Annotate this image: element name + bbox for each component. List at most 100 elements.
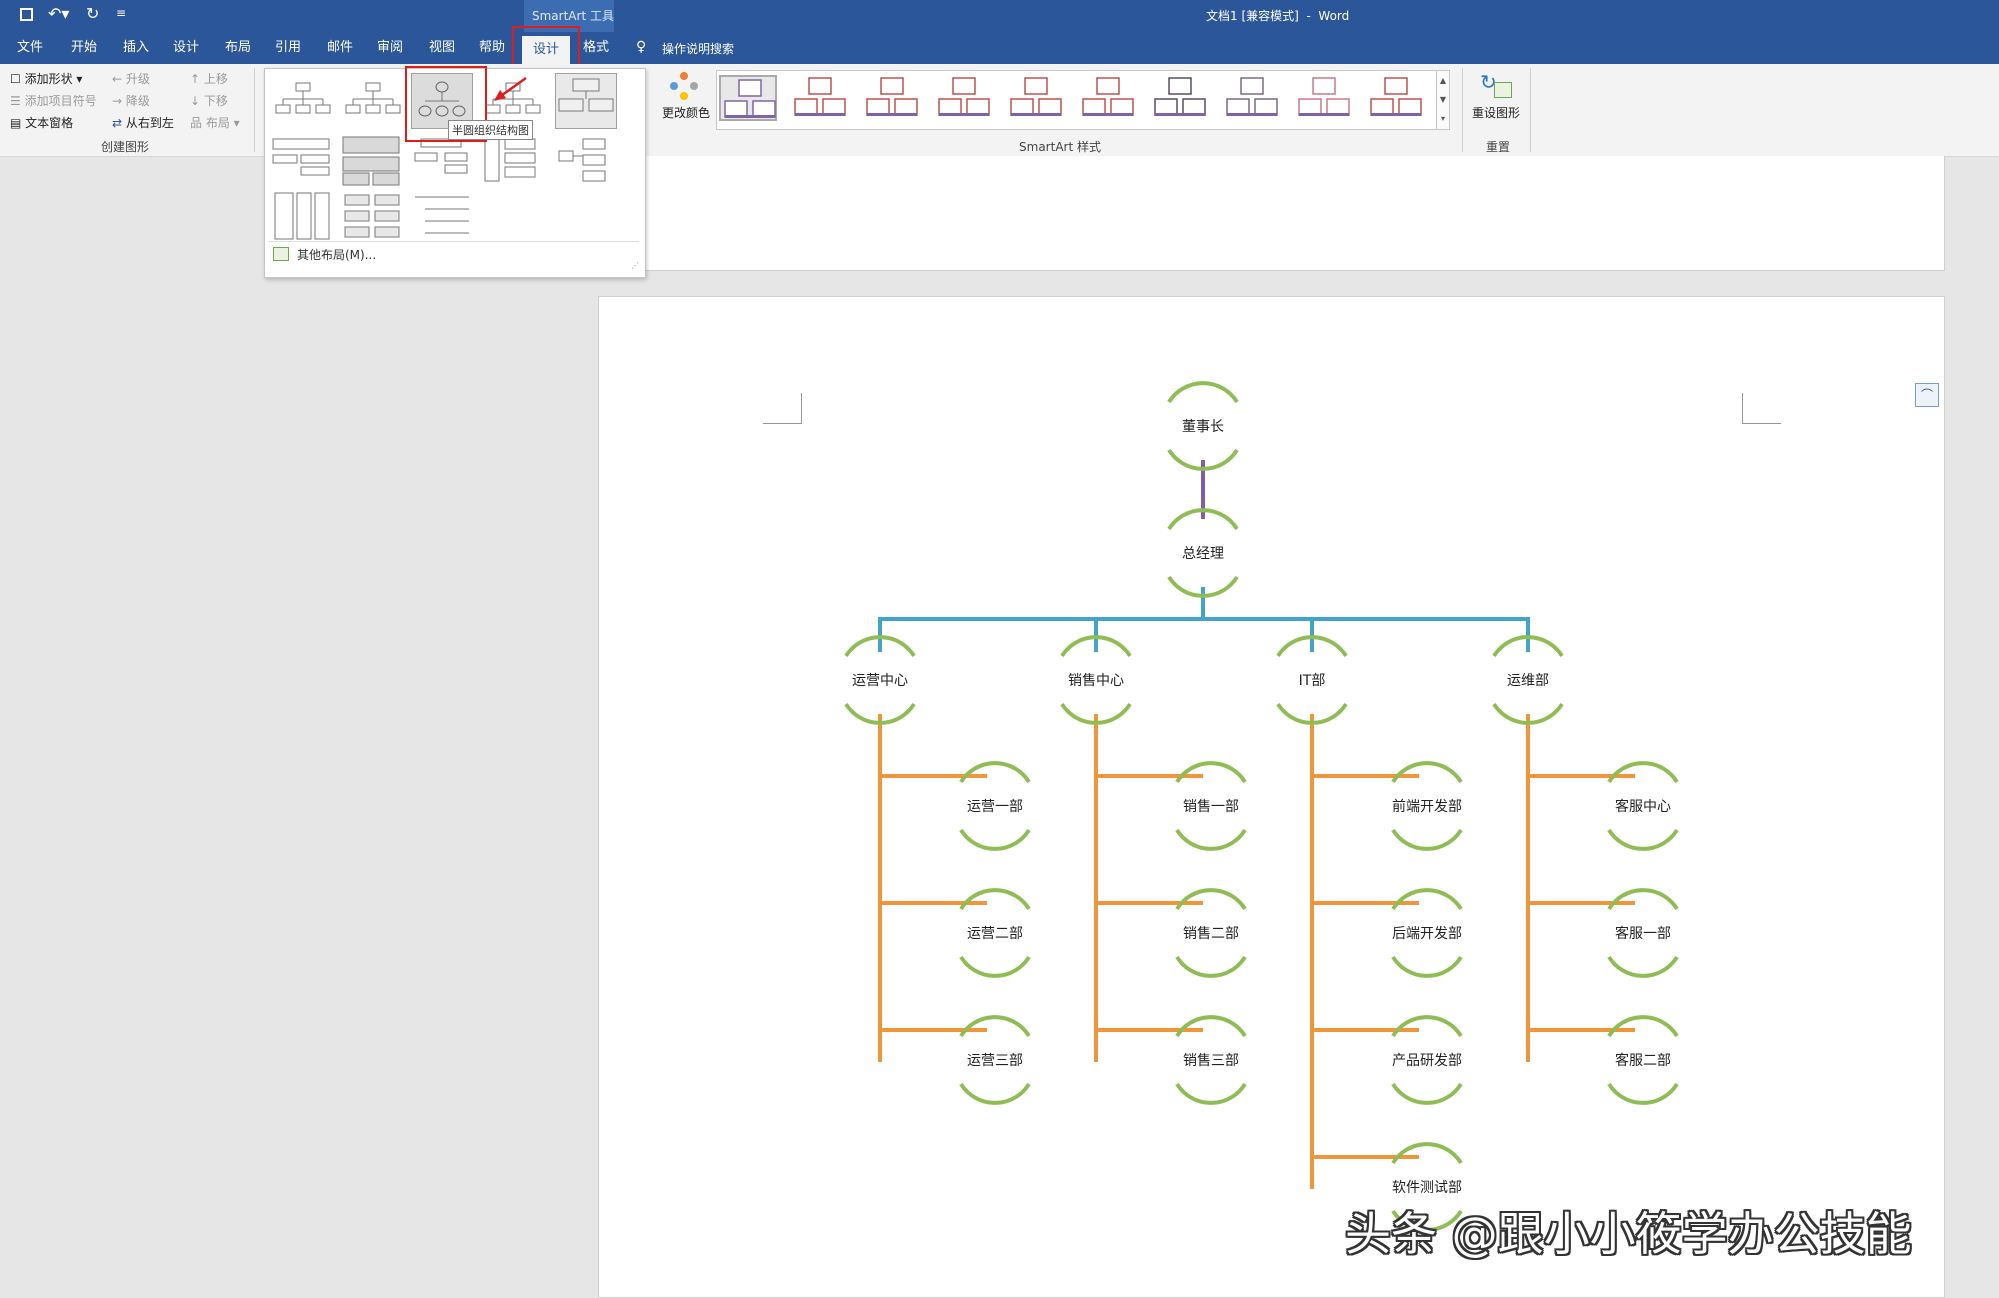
tab-layout[interactable]: 布局 (224, 40, 251, 55)
node-department-label: 销售中心 (1068, 673, 1124, 689)
node-sub-department-arc-top (1175, 761, 1247, 784)
thumb-box (444, 164, 468, 174)
node-sub-department-arc-bottom (1391, 955, 1463, 978)
thumb-box (374, 194, 400, 206)
node-department-arc-top (1060, 635, 1132, 658)
thumb-box (485, 104, 501, 114)
thumb-box (342, 156, 400, 172)
node-sub-department-arc-bottom (1391, 828, 1463, 851)
thumb-box (374, 226, 400, 238)
node-sub-department-label: 销售一部 (1183, 799, 1239, 815)
thumb-box (504, 152, 536, 164)
thumb-box (300, 154, 330, 164)
style-swatch-graphic (1226, 77, 1278, 116)
change-colors-button[interactable]: 更改颜色 (662, 106, 711, 120)
node-department-arc-top (1492, 635, 1564, 658)
tab-smartart-design[interactable]: 设计 (522, 36, 570, 64)
node-sub-department-arc-bottom (1391, 1209, 1463, 1232)
style-swatch[interactable] (1007, 75, 1065, 121)
style-swatch[interactable] (1223, 75, 1281, 121)
promote-button[interactable]: ← 升级 (112, 72, 150, 86)
node-sub-department-arc-top (1391, 1015, 1463, 1038)
group-divider (1462, 68, 1463, 152)
style-swatch[interactable] (1295, 75, 1353, 121)
tab-file[interactable]: 文件 (16, 40, 43, 55)
style-swatch[interactable] (935, 75, 993, 121)
reset-graphic-button[interactable]: 重设图形 (1472, 106, 1521, 120)
lightbulb-icon: ♀ (636, 39, 647, 55)
node-department-arc-bottom (1276, 702, 1348, 725)
node-sub-department-arc-top (959, 888, 1031, 911)
node-chairman-arc-bottom (1167, 448, 1239, 471)
tab-design[interactable]: 设计 (172, 40, 199, 55)
layout-options-icon[interactable]: ⌒ (1915, 383, 1939, 407)
node-department-label: 运营中心 (852, 673, 908, 689)
style-swatch[interactable] (791, 75, 849, 121)
node-sub-department-arc-top (1175, 888, 1247, 911)
node-sub-department-label: 销售二部 (1183, 926, 1239, 942)
node-sub-department-arc-top (1607, 1015, 1679, 1038)
right-to-left-button[interactable]: ⇄ 从右到左 (112, 116, 174, 130)
gallery-scroll[interactable]: ▲▼▾ (1436, 70, 1450, 130)
smartart-styles-group-label: SmartArt 样式 (1019, 140, 1101, 154)
tab-review[interactable]: 审阅 (376, 40, 403, 55)
tab-references[interactable]: 引用 (274, 40, 301, 55)
node-sub-department-label: 软件测试部 (1392, 1180, 1462, 1196)
node-sub-department-arc-bottom (1607, 955, 1679, 978)
tell-me-search[interactable]: 操作说明搜索 (662, 42, 735, 56)
node-sub-department-arc-bottom (959, 1082, 1031, 1105)
resize-grip-icon[interactable]: ⋰ (631, 261, 639, 270)
node-sub-department-arc-top (959, 1015, 1031, 1038)
add-bullet-button[interactable]: ☰ 添加项目符号 (10, 94, 97, 108)
tab-home[interactable]: 开始 (70, 40, 97, 55)
demote-button[interactable]: → 降级 (112, 94, 150, 108)
change-colors-icon[interactable] (668, 72, 702, 102)
text-pane-button[interactable]: ▤ 文本窗格 (10, 116, 74, 130)
tab-insert[interactable]: 插入 (122, 40, 149, 55)
style-swatch-graphic (866, 77, 918, 116)
style-swatch[interactable] (863, 75, 921, 121)
save-icon[interactable] (20, 8, 33, 21)
move-up-button[interactable]: ↑ 上移 (190, 72, 228, 86)
tab-smartart-format[interactable]: 格式 (582, 40, 609, 55)
tab-mailings[interactable]: 邮件 (326, 40, 353, 55)
node-department-label: 运维部 (1507, 673, 1549, 689)
layout-button[interactable]: 品 布局 ▾ (190, 116, 240, 130)
style-swatch[interactable] (1079, 75, 1137, 121)
node-general-manager-arc-top (1167, 508, 1239, 531)
thumb-box (296, 192, 312, 240)
move-down-button[interactable]: ↓ 下移 (190, 94, 228, 108)
node-sub-department-arc-top (1607, 888, 1679, 911)
more-layouts-button[interactable]: 其他布局(M)... (297, 248, 377, 262)
node-sub-department-arc-top (1391, 761, 1463, 784)
style-swatch-selected[interactable] (719, 75, 777, 121)
thumb-box (525, 104, 541, 114)
customize-qat-icon[interactable]: ≡ (116, 6, 127, 20)
layout-tooltip: 半圆组织结构图 (448, 120, 533, 140)
thumb-box (315, 104, 331, 114)
margin-mark-right (1742, 393, 1781, 424)
node-sub-department-label: 客服中心 (1615, 798, 1671, 815)
group-divider (254, 68, 255, 152)
node-sub-department-arc-top (959, 761, 1031, 784)
thumb-box (385, 104, 401, 114)
style-swatch[interactable] (1151, 75, 1209, 121)
undo-icon[interactable]: ↶▾ (48, 4, 70, 23)
style-swatch-graphic (794, 77, 846, 116)
reset-graphic-icon[interactable]: ↻ (1480, 70, 1514, 100)
thumb-box (275, 104, 291, 114)
redo-icon[interactable]: ↻ (86, 4, 100, 23)
smartart-styles-gallery[interactable] (716, 70, 1438, 130)
add-shape-button[interactable]: ☐ 添加形状 ▾ (10, 72, 83, 86)
tab-view[interactable]: 视图 (428, 40, 455, 55)
ribbon-tabs: 文件 开始 插入 设计 布局 引用 邮件 审阅 视图 帮助 设计 格式 ♀ 操作… (0, 32, 1999, 64)
thumb-box (344, 194, 370, 206)
node-chairman-arc-top (1167, 381, 1239, 404)
style-swatch[interactable] (1367, 75, 1425, 121)
thumb-box (374, 210, 400, 222)
thumb-box (345, 104, 361, 114)
smartart-tools-label: SmartArt 工具 (532, 9, 614, 23)
red-arrow-annotation (494, 76, 527, 101)
tab-help[interactable]: 帮助 (478, 40, 505, 55)
